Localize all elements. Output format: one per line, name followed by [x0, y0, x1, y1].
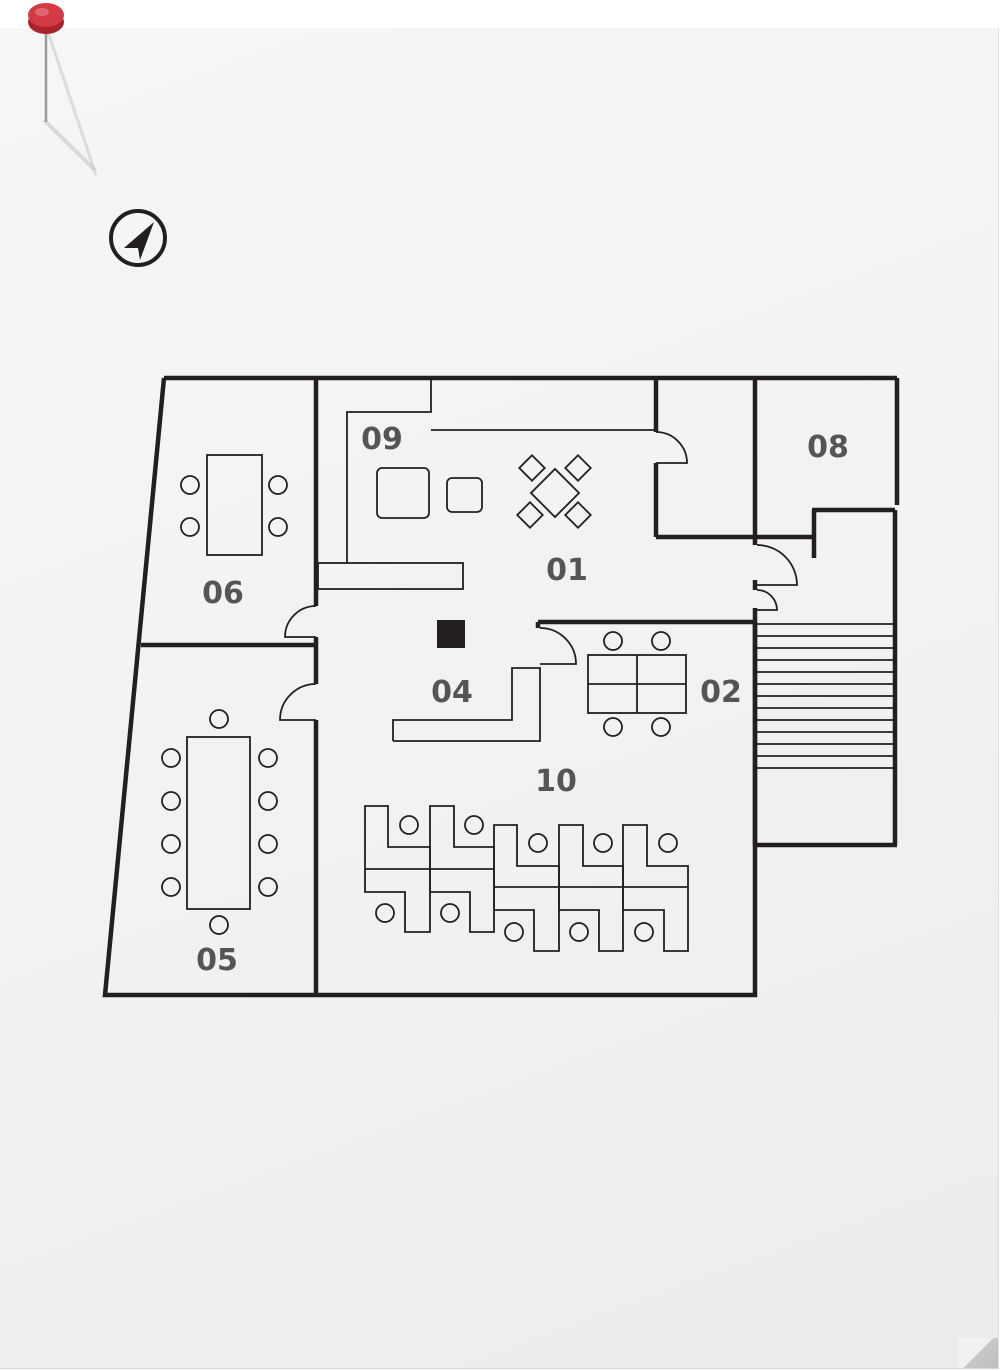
- room-label-08: 08: [807, 430, 849, 465]
- furniture: [161, 453, 689, 952]
- walls: [102, 375, 900, 998]
- page-curl: [958, 1338, 998, 1368]
- room-label-05: 05: [196, 943, 238, 978]
- compass-arrow-icon: [109, 209, 167, 267]
- room-label-06: 06: [202, 576, 244, 611]
- push-pin-icon: [28, 3, 98, 176]
- room-label-01: 01: [546, 553, 588, 588]
- room-label-02: 02: [700, 675, 742, 710]
- paper-sheet: [0, 28, 999, 1369]
- room-label-09: 09: [361, 422, 403, 457]
- room-label-04: 04: [431, 675, 473, 710]
- room-label-10: 10: [535, 764, 577, 799]
- interior-lines: [279, 380, 895, 769]
- structural-column: [437, 620, 465, 648]
